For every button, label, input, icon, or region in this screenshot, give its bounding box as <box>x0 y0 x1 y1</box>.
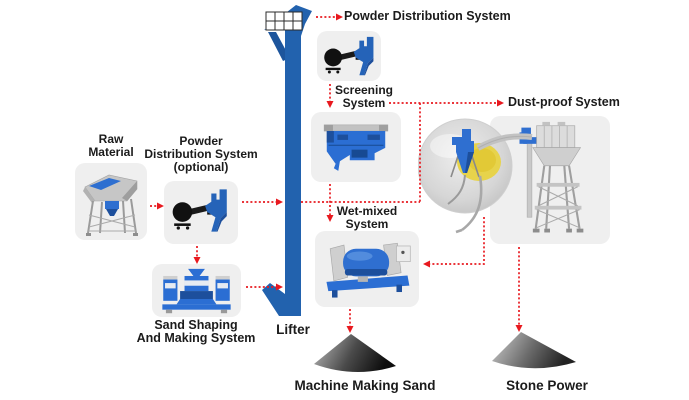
dust-collector-illustration <box>418 118 533 234</box>
sand-shaping-label: Sand Shaping And Making System <box>136 318 256 345</box>
arrowhead-right <box>336 13 343 21</box>
dust-proof-machine-illustration <box>519 121 584 233</box>
lifter-illustration <box>262 5 312 316</box>
arrowhead-right <box>497 99 504 107</box>
lifter-label: Lifter <box>276 322 310 337</box>
arrowhead-left <box>423 260 430 268</box>
machine-making-sand-pile <box>314 334 396 373</box>
stone-power-pile <box>492 332 576 369</box>
screening-machine-illustration <box>323 124 389 171</box>
powder-top-label: Powder Distribution System <box>344 9 511 23</box>
screening-label: Screening System <box>334 83 394 110</box>
raw-material-machine-illustration <box>83 174 138 236</box>
wet-mixed-label: Wet-mixed System <box>336 204 398 231</box>
powder-top-machine-illustration <box>324 36 374 76</box>
arrowhead-right <box>157 202 164 210</box>
stone-power-label: Stone Power <box>506 378 588 393</box>
dust-proof-label: Dust-proof System <box>508 95 620 109</box>
powder-optional-machine-illustration <box>172 189 227 232</box>
arrowhead-down <box>326 215 334 222</box>
machine-making-sand-label: Machine Making Sand <box>294 378 436 393</box>
raw-material-label: Raw Material <box>88 132 134 159</box>
arrowhead-down <box>193 257 201 264</box>
wet-mixed-machine-illustration <box>326 242 411 298</box>
sand-shaping-machine-illustration <box>162 268 231 314</box>
powder-optional-label: Powder Distribution System (optional) <box>144 134 258 174</box>
